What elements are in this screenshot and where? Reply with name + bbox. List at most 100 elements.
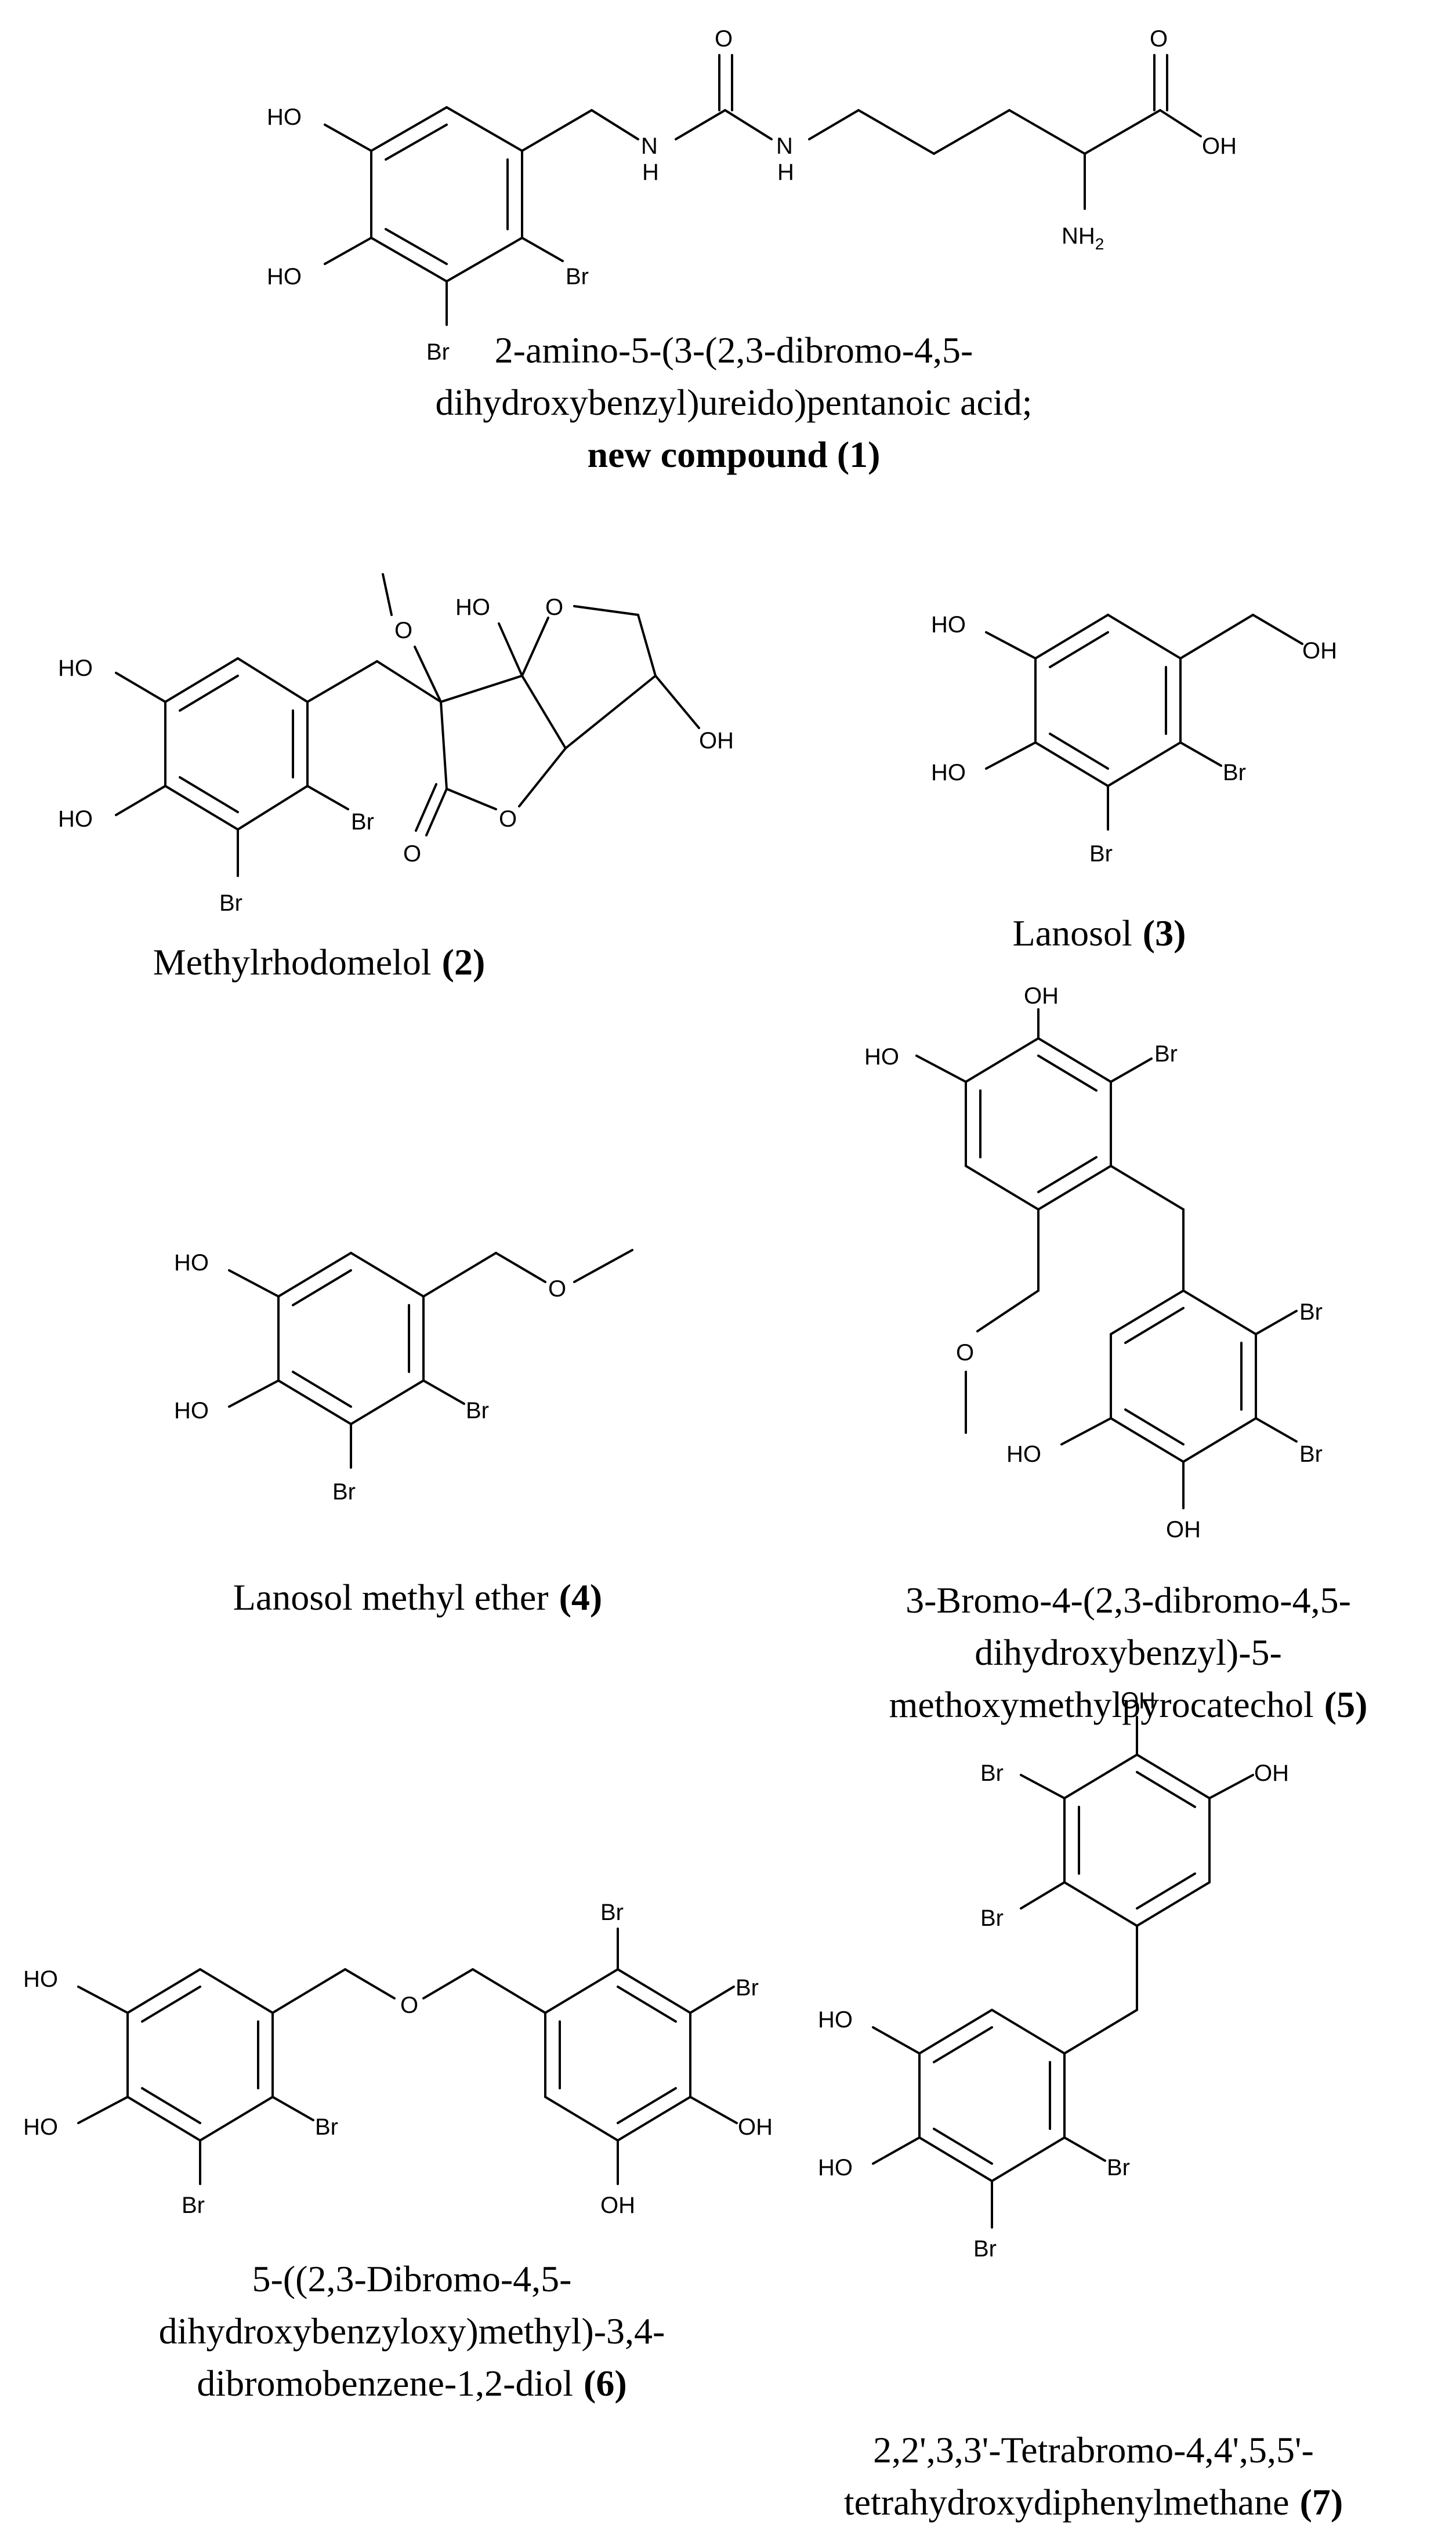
compound-4-caption: Lanosol methyl ether(4) bbox=[233, 1577, 602, 1618]
compound-6-caption-line-1: 5-((2,3-Dibromo-4,5- bbox=[252, 2258, 572, 2299]
compound-5-atom-ho-1: HO bbox=[864, 1044, 899, 1070]
compound-4-atom-ho-1: HO bbox=[174, 1250, 209, 1276]
compound-4-bonds bbox=[228, 1249, 633, 1469]
compound-5-caption-line-1: 3-Bromo-4-(2,3-dibromo-4,5- bbox=[906, 1580, 1351, 1621]
compound-7-atom-ho-1: HO bbox=[818, 2007, 853, 2033]
compound-1-atom-br-1: Br bbox=[426, 339, 450, 365]
compound-2-atom-o-ring-2: O bbox=[499, 806, 517, 832]
compound-1-atom-h-1: H bbox=[642, 160, 659, 185]
compound-2-atom-br-2: Br bbox=[351, 809, 374, 835]
compound-1-atom-n-2: N bbox=[776, 133, 793, 159]
compound-7-atom-br-1: Br bbox=[980, 1760, 1004, 1786]
compound-1-bonds bbox=[324, 54, 1202, 326]
compound-3-caption-name: Lanosol bbox=[1013, 912, 1132, 954]
compound-6-atom-br-3: Br bbox=[600, 1900, 624, 1925]
compound-3-atom-ho-1: HO bbox=[931, 612, 966, 637]
compound-1-caption-line-1: 2-amino-5-(3-(2,3-dibromo-4,5- bbox=[495, 329, 973, 371]
compound-5-atom-br-2: Br bbox=[1299, 1299, 1323, 1325]
compound-5-atom-br-3: Br bbox=[1299, 1441, 1323, 1467]
compound-7-caption-line-1: 2,2',3,3'-Tetrabromo-4,4',5,5'- bbox=[873, 2429, 1314, 2470]
compound-2-atom-oh: OH bbox=[699, 728, 734, 754]
compound-5-caption-name: methoxymethylpyrocatechol bbox=[889, 1684, 1314, 1725]
compound-7-atom-br-2: Br bbox=[980, 1906, 1004, 1931]
compound-2-atom-o-keto: O bbox=[403, 841, 421, 867]
compound-1-atom-oh: OH bbox=[1202, 133, 1237, 159]
compound-4-number: (4) bbox=[559, 1577, 603, 1618]
compound-2-atom-ho-1: HO bbox=[58, 655, 93, 681]
compound-1-atom-o-2: O bbox=[1150, 26, 1168, 52]
compound-5-atom-o: O bbox=[956, 1340, 974, 1365]
compound-2-atom-o-ring-1: O bbox=[545, 595, 563, 620]
compound-2: HO HO Br Br HO O O O O OH Methylrhodomel… bbox=[58, 573, 734, 983]
compound-5: OH HO Br O Br Br HO OH 3-Bromo-4-(2,3-di… bbox=[864, 983, 1367, 1725]
compound-5-number: (5) bbox=[1324, 1684, 1368, 1725]
compound-3-atom-br-1: Br bbox=[1089, 841, 1113, 867]
compound-2-atom-br-1: Br bbox=[219, 890, 242, 916]
compound-3-atom-ho-2: HO bbox=[931, 760, 966, 785]
compound-6-caption-name: dibromobenzene-1,2-diol bbox=[197, 2363, 573, 2404]
compound-7-caption-name: tetrahydroxydiphenylmethane bbox=[844, 2482, 1290, 2523]
compound-1-atom-n-1: N bbox=[641, 133, 658, 159]
compound-1-caption-line-2: dihydroxybenzyl)ureido)pentanoic acid; bbox=[436, 382, 1033, 423]
compound-5-atom-oh-1: OH bbox=[1024, 983, 1059, 1009]
compound-6-caption-line-3: dibromobenzene-1,2-diol (6) bbox=[197, 2363, 626, 2404]
compound-5-caption-line-3: methoxymethylpyrocatechol(5) bbox=[889, 1684, 1368, 1725]
compound-6-atom-br-2: Br bbox=[315, 2114, 338, 2140]
compound-3-caption: Lanosol (3) bbox=[1013, 912, 1186, 954]
compound-7-bonds bbox=[872, 1716, 1254, 2229]
compound-4-atom-o: O bbox=[548, 1276, 566, 1302]
compound-3: HO HO Br Br OH Lanosol (3) bbox=[931, 612, 1337, 954]
compound-6-atom-br-1: Br bbox=[182, 2193, 205, 2218]
compound-1-atom-nh2-subscript: 2 bbox=[1095, 235, 1104, 253]
compound-1-atom-o-1: O bbox=[715, 26, 733, 52]
compound-6-caption-line-2: dihydroxybenzyloxy)methyl)-3,4- bbox=[159, 2310, 665, 2352]
compound-4: HO HO Br Br O Lanosol methyl ether(4) bbox=[174, 1249, 633, 1618]
compound-2-caption: Methylrhodomelol(2) bbox=[153, 941, 486, 983]
compound-7-number: (7) bbox=[1300, 2482, 1343, 2523]
compound-3-atom-br-2: Br bbox=[1223, 760, 1246, 785]
compound-4-caption-name: Lanosol methyl ether bbox=[233, 1577, 549, 1618]
compound-2-caption-name: Methylrhodomelol bbox=[153, 941, 432, 983]
compound-1: HO HO Br Br N H O N H O OH NH2 2-amino-5… bbox=[267, 26, 1237, 475]
compound-2-atom-ho-2: HO bbox=[58, 806, 93, 832]
compound-6-bonds bbox=[77, 1928, 738, 2185]
compound-1-caption-bold: new compound (1) bbox=[588, 434, 881, 475]
compound-6-atom-br-4: Br bbox=[736, 1975, 759, 2001]
compound-2-atom-o-methoxy: O bbox=[394, 618, 412, 643]
compound-7-caption-line-2: tetrahydroxydiphenylmethane(7) bbox=[844, 2482, 1343, 2523]
compound-7-atom-oh-1: OH bbox=[1121, 1688, 1156, 1714]
compound-1-atom-ho-1: HO bbox=[267, 104, 302, 130]
compound-1-atom-nh: NH bbox=[1062, 223, 1095, 249]
compound-4-atom-br-2: Br bbox=[466, 1398, 489, 1423]
compound-5-atom-br-1: Br bbox=[1154, 1041, 1178, 1067]
compound-1-atom-ho-2: HO bbox=[267, 264, 302, 289]
compound-6: HO HO Br Br O Br Br OH OH 5-((2,3-Dibrom… bbox=[23, 1900, 773, 2404]
compound-3-atom-oh: OH bbox=[1302, 638, 1337, 664]
compound-6-atom-oh-2: OH bbox=[600, 2193, 635, 2218]
compound-1-atom-nh2: NH2 bbox=[1062, 223, 1104, 253]
compound-3-number: (3) bbox=[1143, 912, 1186, 954]
compound-6-number: (6) bbox=[584, 2363, 627, 2404]
compound-4-atom-ho-2: HO bbox=[174, 1398, 209, 1423]
compound-7-atom-oh-2: OH bbox=[1254, 1760, 1289, 1786]
compound-7-atom-br-4: Br bbox=[1107, 2155, 1130, 2180]
compound-6-atom-ho-2: HO bbox=[23, 2114, 58, 2140]
compound-4-atom-br-1: Br bbox=[332, 1479, 356, 1505]
compound-5-caption-line-2: dihydroxybenzyl)-5- bbox=[975, 1632, 1282, 1673]
compound-1-atom-h-2: H bbox=[777, 160, 794, 185]
compound-5-atom-ho-2: HO bbox=[1006, 1441, 1041, 1467]
compound-7: OH OH Br Br HO HO Br Br 2,2',3,3'-Tetrab… bbox=[818, 1688, 1343, 2523]
compound-6-atom-oh-1: OH bbox=[738, 2114, 773, 2140]
compound-7-atom-br-3: Br bbox=[973, 2236, 997, 2262]
compound-5-atom-oh-2: OH bbox=[1166, 1517, 1201, 1542]
compound-2-bonds bbox=[115, 573, 700, 877]
compound-6-atom-ho-1: HO bbox=[23, 1966, 58, 1992]
compound-2-atom-ho-3: HO bbox=[455, 595, 490, 620]
compound-2-number: (2) bbox=[442, 941, 486, 983]
compound-5-bonds bbox=[915, 1008, 1298, 1509]
compound-1-atom-br-2: Br bbox=[566, 264, 589, 289]
compound-3-bonds bbox=[985, 614, 1303, 831]
compound-7-atom-ho-2: HO bbox=[818, 2155, 853, 2180]
